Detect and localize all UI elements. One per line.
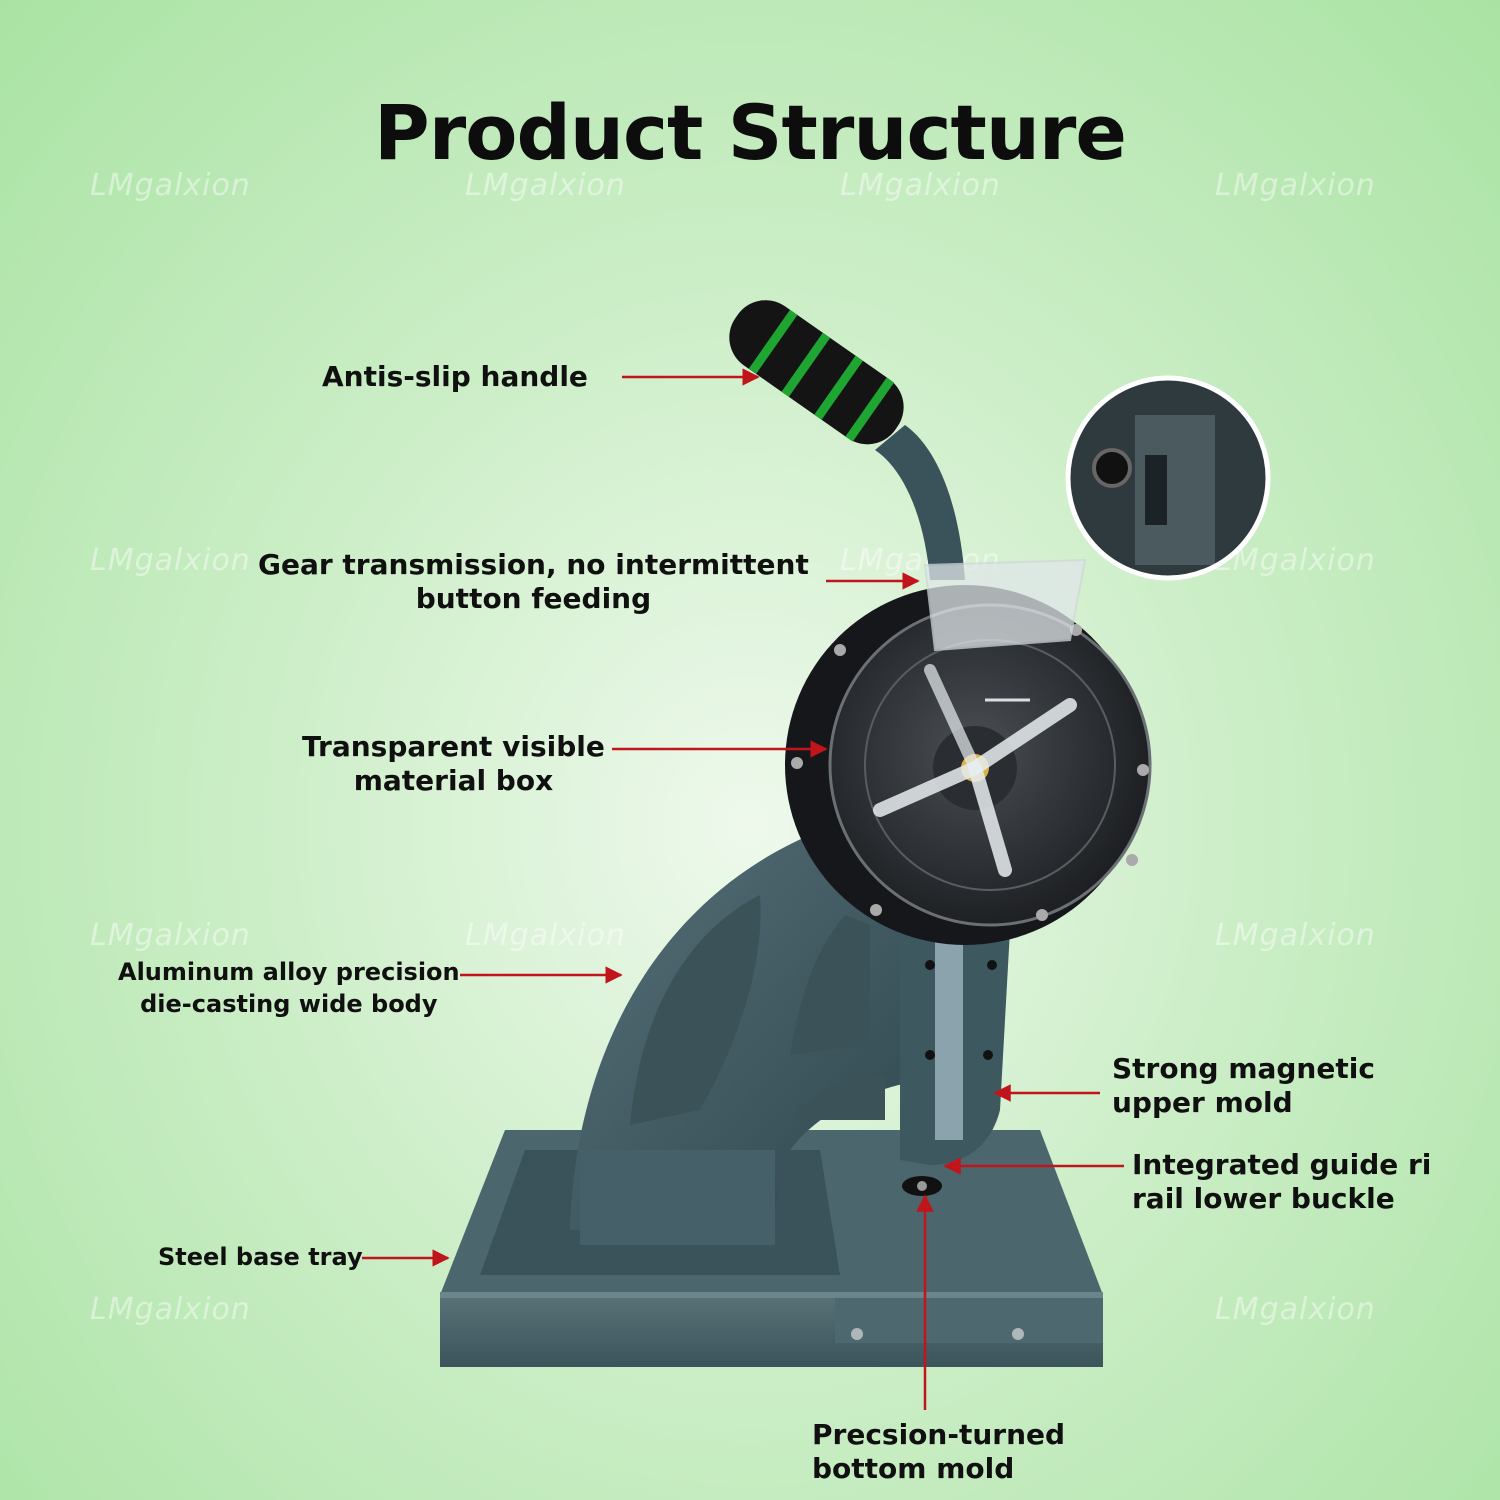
upper-mold-arm bbox=[900, 930, 1010, 1196]
watermark: LMgalxion bbox=[90, 1292, 251, 1327]
label-material-box: Transparent visible material box bbox=[302, 730, 605, 798]
label-text: Antis-slip handle bbox=[322, 360, 588, 393]
label-text: Steel base tray bbox=[158, 1243, 363, 1271]
handle-shaft bbox=[875, 425, 965, 580]
callout-arrows bbox=[362, 368, 1124, 1410]
label-text: button feeding bbox=[415, 582, 652, 615]
label-base-tray: Steel base tray bbox=[158, 1241, 363, 1273]
label-text: Integrated guide ri bbox=[1132, 1148, 1432, 1181]
label-bottom-mold: Precsion-turned bottom mold bbox=[812, 1418, 1065, 1486]
hopper-cover bbox=[923, 558, 1087, 652]
label-gear-transmission: Gear transmission, no intermittent butto… bbox=[258, 548, 809, 616]
label-upper-mold: Strong magnetic upper mold bbox=[1112, 1052, 1375, 1120]
transparent-material-box bbox=[785, 585, 1152, 945]
watermark: LMgalxion bbox=[840, 168, 1001, 203]
label-text: Gear transmission, no intermittent bbox=[258, 548, 809, 581]
watermark: LMgalxion bbox=[1215, 918, 1376, 953]
watermark: LMgalxion bbox=[90, 543, 251, 578]
watermark: LMgalxion bbox=[1215, 168, 1376, 203]
label-text: rail lower buckle bbox=[1132, 1182, 1395, 1215]
label-text: Transparent visible bbox=[302, 730, 605, 763]
label-text: Aluminum alloy precision bbox=[118, 958, 460, 986]
label-text: die-casting wide body bbox=[140, 990, 438, 1018]
label-text: upper mold bbox=[1112, 1086, 1293, 1119]
page-title: Product Structure bbox=[374, 88, 1127, 177]
label-text: material box bbox=[353, 764, 554, 797]
label-anti-slip-handle: Antis-slip handle bbox=[322, 360, 588, 394]
die-casting-body bbox=[570, 835, 920, 1245]
label-wide-body: Aluminum alloy precision die-casting wid… bbox=[118, 956, 460, 1020]
watermark: LMgalxion bbox=[465, 168, 626, 203]
watermark: LMgalxion bbox=[465, 918, 626, 953]
watermark: LMgalxion bbox=[90, 168, 251, 203]
label-text: bottom mold bbox=[812, 1452, 1015, 1485]
watermark: LMgalxion bbox=[1215, 1292, 1376, 1327]
label-text: Precsion-turned bbox=[812, 1418, 1066, 1451]
label-guide-rail: Integrated guide ri rail lower buckle bbox=[1132, 1148, 1431, 1216]
anti-slip-handle bbox=[729, 300, 904, 445]
label-text: Strong magnetic bbox=[1112, 1052, 1375, 1085]
detail-inset bbox=[1065, 375, 1271, 581]
watermark: LMgalxion bbox=[90, 918, 251, 953]
